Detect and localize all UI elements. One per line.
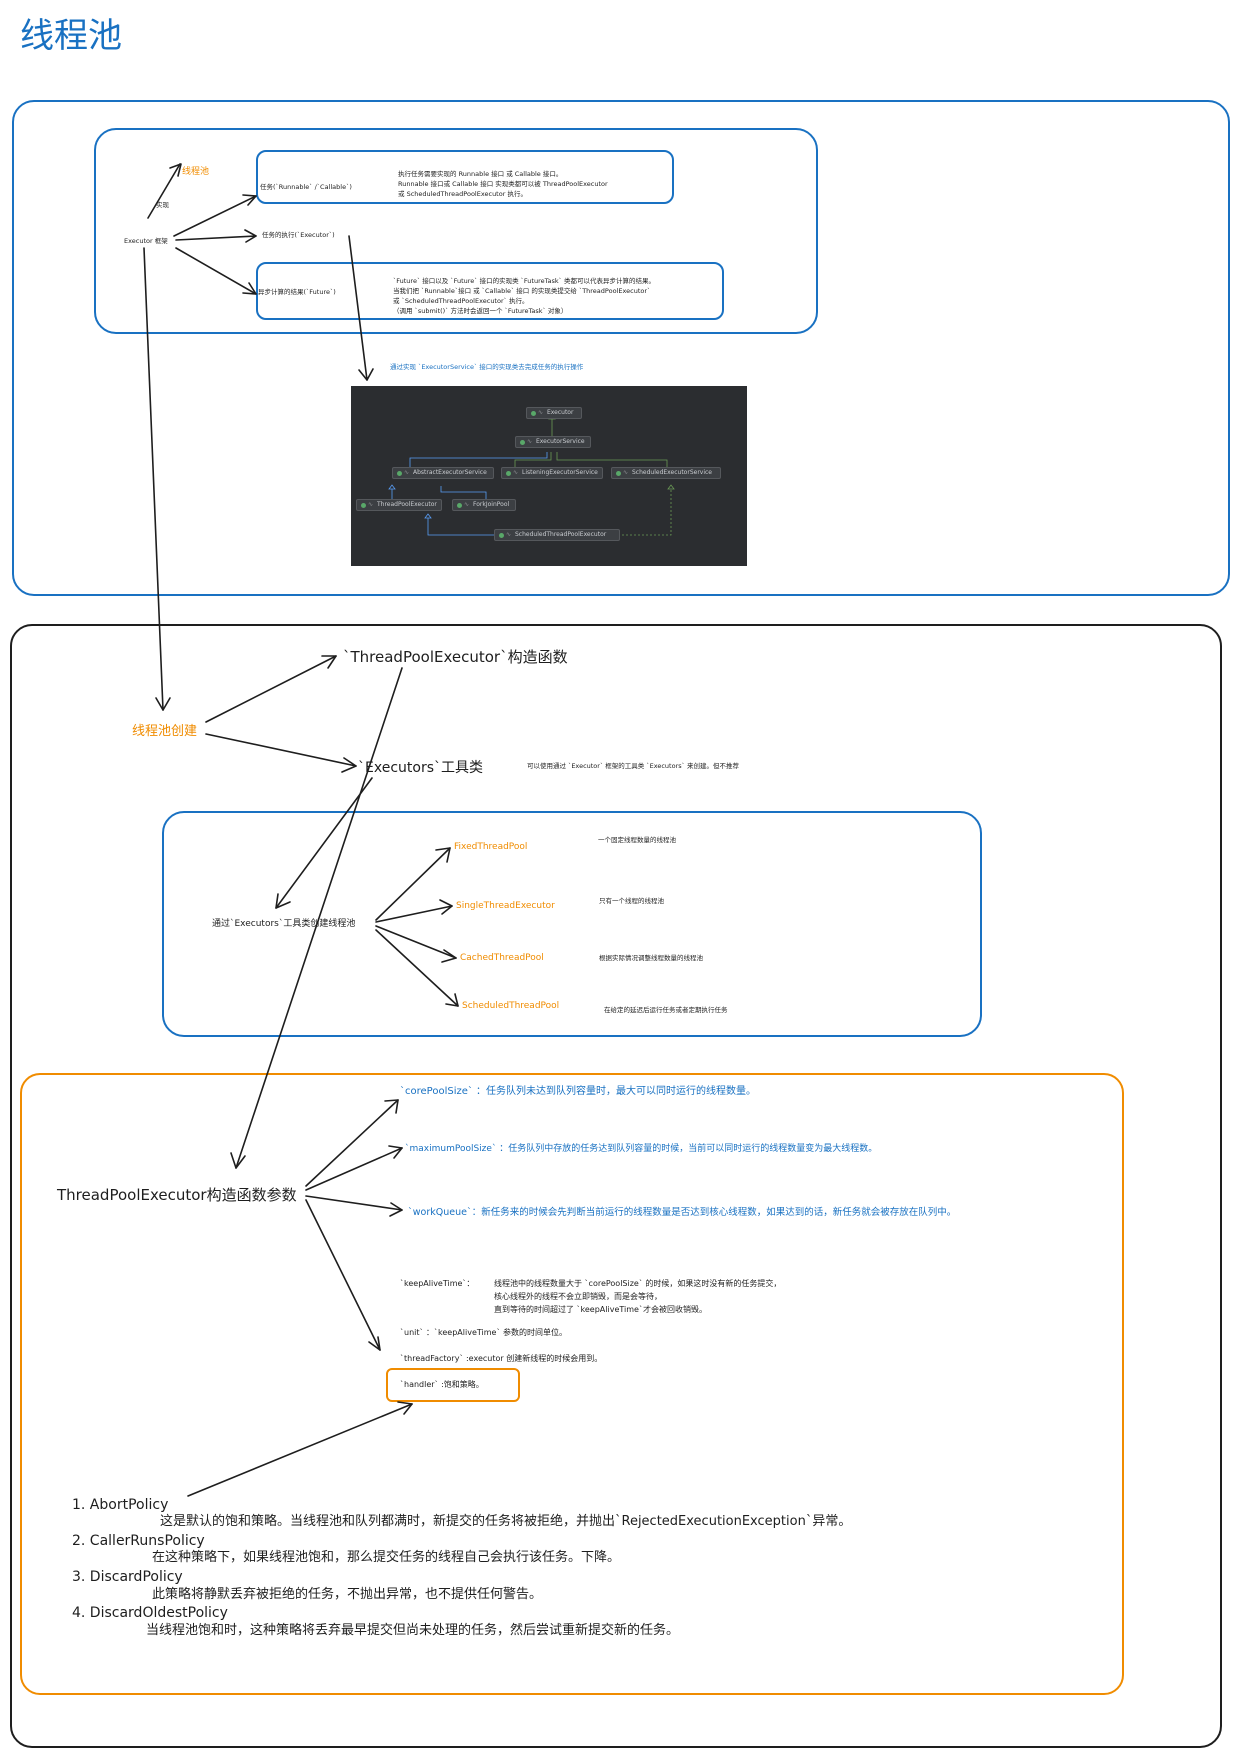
policy-discard-desc: 此策略将静默丢弃被拒绝的任务，不抛出异常，也不提供任何警告。: [152, 1587, 543, 1602]
pool-single: SingleThreadExecutor: [456, 901, 555, 911]
policy-oldest-desc: 当线程池饱和时，这种策略将丢弃最早提交但尚未处理的任务，然后尝试重新提交新的任务…: [146, 1623, 680, 1638]
executors-group: [162, 811, 982, 1037]
param-max: `maximumPoolSize` ：任务队列中存放的任务达到队列容量的时候，当…: [405, 1144, 878, 1154]
node-executor-service: ∿ ExecutorService: [515, 436, 591, 448]
visibility-icon: ∿: [538, 409, 544, 416]
class-icon: [457, 503, 462, 508]
param-keepalive-2: 核心线程外的线程不会立即销毁，而是会等待，: [494, 1292, 662, 1301]
policy-caller-name: 2. CallerRunsPolicy: [72, 1533, 205, 1549]
param-keepalive-1: 线程池中的线程数量大于 `corePoolSize` 的时候，如果这时没有新的任…: [494, 1279, 782, 1288]
page-title: 线程池: [20, 16, 122, 56]
param-core: `corePoolSize` ：任务队列未达到队列容量时，最大可以同时运行的线程…: [400, 1086, 757, 1097]
visibility-icon: ∿: [506, 531, 512, 538]
task-desc-2: Runnable 接口或 Callable 接口 实现类都可以被 ThreadP…: [398, 180, 608, 188]
node-fork-join-pool: ∿ ForkJoinPool: [452, 499, 516, 511]
executor-service-note: 通过实现 `ExecutorService` 接口的实现类去完成任务的执行操作: [390, 363, 584, 371]
class-icon: [531, 411, 536, 416]
visibility-icon: ∿: [368, 501, 374, 508]
executors-note: 可以使用通过 `Executor` 框架的工具类 `Executors` 来创建…: [527, 762, 739, 770]
policy-abort-name: 1. AbortPolicy: [72, 1497, 169, 1513]
executor-framework-group: [94, 128, 818, 334]
result-box: [256, 262, 724, 320]
node-abstract-executor-service: ∿ AbstractExecutorService: [392, 467, 494, 479]
policy-discard-name: 3. DiscardPolicy: [72, 1569, 183, 1585]
class-icon: [361, 503, 366, 508]
execution-label: 任务的执行(`Executor`): [262, 231, 335, 239]
param-factory: `threadFactory` :executor 创建新线程的时候会用到。: [400, 1354, 603, 1363]
class-icon: [506, 471, 511, 476]
section-thread-pool: [10, 624, 1222, 1748]
node-abstract-executor-service-label: AbstractExecutorService: [413, 469, 487, 476]
visibility-icon: ∿: [513, 469, 519, 476]
class-icon: [397, 471, 402, 476]
class-icon: [520, 440, 525, 445]
node-scheduled-thread-pool-executor: ∿ ScheduledThreadPoolExecutor: [494, 529, 620, 541]
node-scheduled-executor-service: ∿ ScheduledExecutorService: [611, 467, 721, 479]
section-executor-framework: [12, 100, 1230, 596]
thread-pool-label: 线程池: [182, 167, 210, 177]
via-executors-label: 通过`Executors`工具类创建线程池: [212, 919, 356, 929]
node-executor-service-label: ExecutorService: [536, 438, 585, 445]
executor-framework-label: Executor 框架: [124, 237, 168, 245]
node-listening-executor-service: ∿ ListeningExecutorService: [501, 467, 603, 479]
constructor-label: `ThreadPoolExecutor`构造函数: [343, 648, 568, 666]
impl-label: 实现: [156, 201, 169, 209]
visibility-icon: ∿: [623, 469, 629, 476]
visibility-icon: ∿: [404, 469, 410, 476]
result-desc-4: （调用 `submit()` 方法时会返回一个 `FutureTask` 对象）: [393, 307, 568, 315]
result-desc-1: `Future` 接口以及 `Future` 接口的实现类 `FutureTas…: [393, 277, 655, 285]
param-unit: `unit` ：`keepAliveTime` 参数的时间单位。: [400, 1328, 568, 1337]
node-scheduled-thread-pool-executor-label: ScheduledThreadPoolExecutor: [515, 531, 607, 538]
pool-scheduled: ScheduledThreadPool: [462, 1001, 560, 1011]
pool-scheduled-desc: 在给定的延迟后运行任务或者定期执行任务: [604, 1006, 728, 1014]
node-thread-pool-executor: ∿ ThreadPoolExecutor: [356, 499, 442, 511]
node-fork-join-pool-label: ForkJoinPool: [473, 501, 510, 508]
visibility-icon: ∿: [464, 501, 470, 508]
thread-pool-creation: 线程池创建: [132, 724, 198, 739]
task-desc-3: 或 ScheduledThreadPoolExecutor 执行。: [398, 190, 527, 198]
pool-cached: CachedThreadPool: [460, 953, 544, 963]
result-desc-2: 当我们把 `Runnable`接口 或 `Callable` 接口 的实现类提交…: [393, 287, 651, 295]
class-icon: [616, 471, 621, 476]
task-box: [256, 150, 674, 204]
param-keepalive-label: `keepAliveTime`：: [400, 1279, 475, 1288]
node-listening-executor-service-label: ListeningExecutorService: [522, 469, 598, 476]
policy-oldest-name: 4. DiscardOldestPolicy: [72, 1605, 228, 1621]
task-label: 任务(`Runnable` /`Callable`): [260, 183, 352, 191]
param-handler: `handler` :饱和策略。: [400, 1380, 484, 1389]
visibility-icon: ∿: [527, 438, 533, 445]
policy-caller-desc: 在这种策略下，如果线程池饱和，那么提交任务的线程自己会执行该任务。下降。: [152, 1550, 621, 1565]
class-icon: [499, 533, 504, 538]
param-keepalive-3: 直到等待的时间超过了 `keepAliveTime`才会被回收销毁。: [494, 1305, 707, 1314]
result-label: 异步计算的结果(`Future`): [258, 288, 336, 296]
task-desc-1: 执行任务需要实现的 Runnable 接口 或 Callable 接口。: [398, 170, 563, 178]
class-diagram: ∿ Executor ∿ ExecutorService ∿ AbstractE…: [351, 386, 747, 566]
result-desc-3: 或 `ScheduledThreadPoolExecutor` 执行。: [393, 297, 529, 305]
params-group: [20, 1073, 1124, 1695]
handler-box: [386, 1368, 520, 1402]
pool-fixed-desc: 一个固定线程数量的线程池: [598, 836, 676, 844]
node-thread-pool-executor-label: ThreadPoolExecutor: [377, 501, 437, 508]
policy-abort-desc: 这是默认的饱和策略。当线程池和队列都满时，新提交的任务将被拒绝，并抛出`Reje…: [160, 1514, 852, 1529]
node-executor: ∿ Executor: [526, 407, 582, 419]
node-executor-label: Executor: [547, 409, 574, 416]
param-queue: `workQueue`：新任务来的时候会先判断当前运行的线程数量是否达到核心线程…: [408, 1207, 957, 1218]
pool-cached-desc: 根据实际情况调整线程数量的线程池: [599, 954, 703, 962]
node-scheduled-executor-service-label: ScheduledExecutorService: [632, 469, 712, 476]
pool-fixed: FixedThreadPool: [454, 842, 528, 852]
executors-class-label: `Executors`工具类: [358, 760, 483, 776]
pool-single-desc: 只有一个线程的线程池: [599, 897, 664, 905]
params-title: ThreadPoolExecutor构造函数参数: [57, 1186, 297, 1204]
